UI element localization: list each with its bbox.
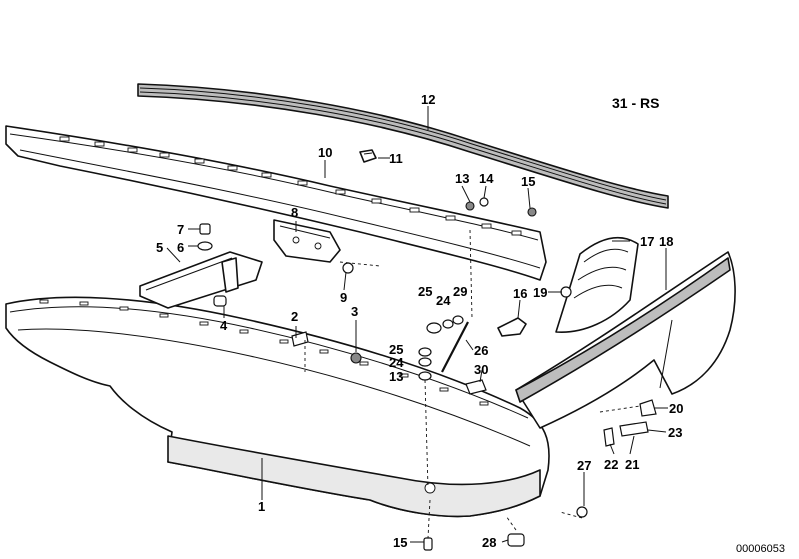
callout-27: 27: [577, 458, 591, 473]
callout-18: 18: [659, 234, 673, 249]
callout-22: 22: [604, 457, 618, 472]
callout-13b: 13: [389, 369, 403, 384]
callout-11: 11: [389, 151, 403, 166]
callouts: 1 2 3 4 5 6 7 8 9 10 11 12 13 13 14 15 1…: [156, 92, 683, 550]
part-11-clip: [359, 149, 377, 163]
callout-8: 8: [291, 205, 298, 220]
callout-15a: 15: [521, 174, 535, 189]
callout-25a: 25: [418, 284, 432, 299]
callout-28: 28: [482, 535, 496, 550]
assembly-lines: [304, 229, 641, 539]
callout-24b: 24: [389, 355, 404, 370]
callout-29: 29: [453, 284, 467, 299]
callout-2: 2: [291, 309, 298, 324]
callout-23: 23: [668, 425, 682, 440]
part-12-rubber-strip: [137, 83, 669, 209]
callout-26: 26: [474, 343, 488, 358]
callout-9: 9: [340, 290, 347, 305]
callout-3: 3: [351, 304, 358, 319]
callout-6: 6: [177, 240, 184, 255]
diagram-code: 31 - RS: [612, 95, 659, 111]
callout-14: 14: [479, 171, 494, 186]
callout-4: 4: [220, 318, 228, 333]
part-10-bumper-carrier: [5, 125, 547, 281]
callout-21: 21: [625, 457, 639, 472]
callout-30: 30: [474, 362, 488, 377]
document-number: 00006053: [736, 543, 785, 555]
callout-7: 7: [177, 222, 184, 237]
callout-13a: 13: [455, 171, 469, 186]
callout-17: 17: [640, 234, 654, 249]
callout-15b: 15: [393, 535, 407, 550]
cover-slots: [39, 299, 489, 406]
part-26-stay-rod: [441, 321, 469, 373]
part-18-end-cap: [515, 251, 736, 429]
carrier-slots: [59, 136, 522, 236]
leader-lines: [166, 106, 668, 543]
callout-12: 12: [421, 92, 435, 107]
callout-10: 10: [318, 145, 332, 160]
callout-20: 20: [669, 401, 683, 416]
part-8-mount-bracket: [273, 219, 341, 263]
callout-24a: 24: [436, 293, 451, 308]
part-1-lower-bumper-cover: [5, 296, 550, 518]
callout-19: 19: [533, 285, 547, 300]
part-17-corner-support: [555, 236, 639, 333]
part-16-bracket: [497, 317, 527, 337]
callout-5: 5: [156, 240, 163, 255]
callout-16: 16: [513, 286, 527, 301]
callout-25b: 25: [389, 342, 403, 357]
part-5-bracket: [139, 251, 263, 309]
callout-1: 1: [258, 499, 265, 514]
